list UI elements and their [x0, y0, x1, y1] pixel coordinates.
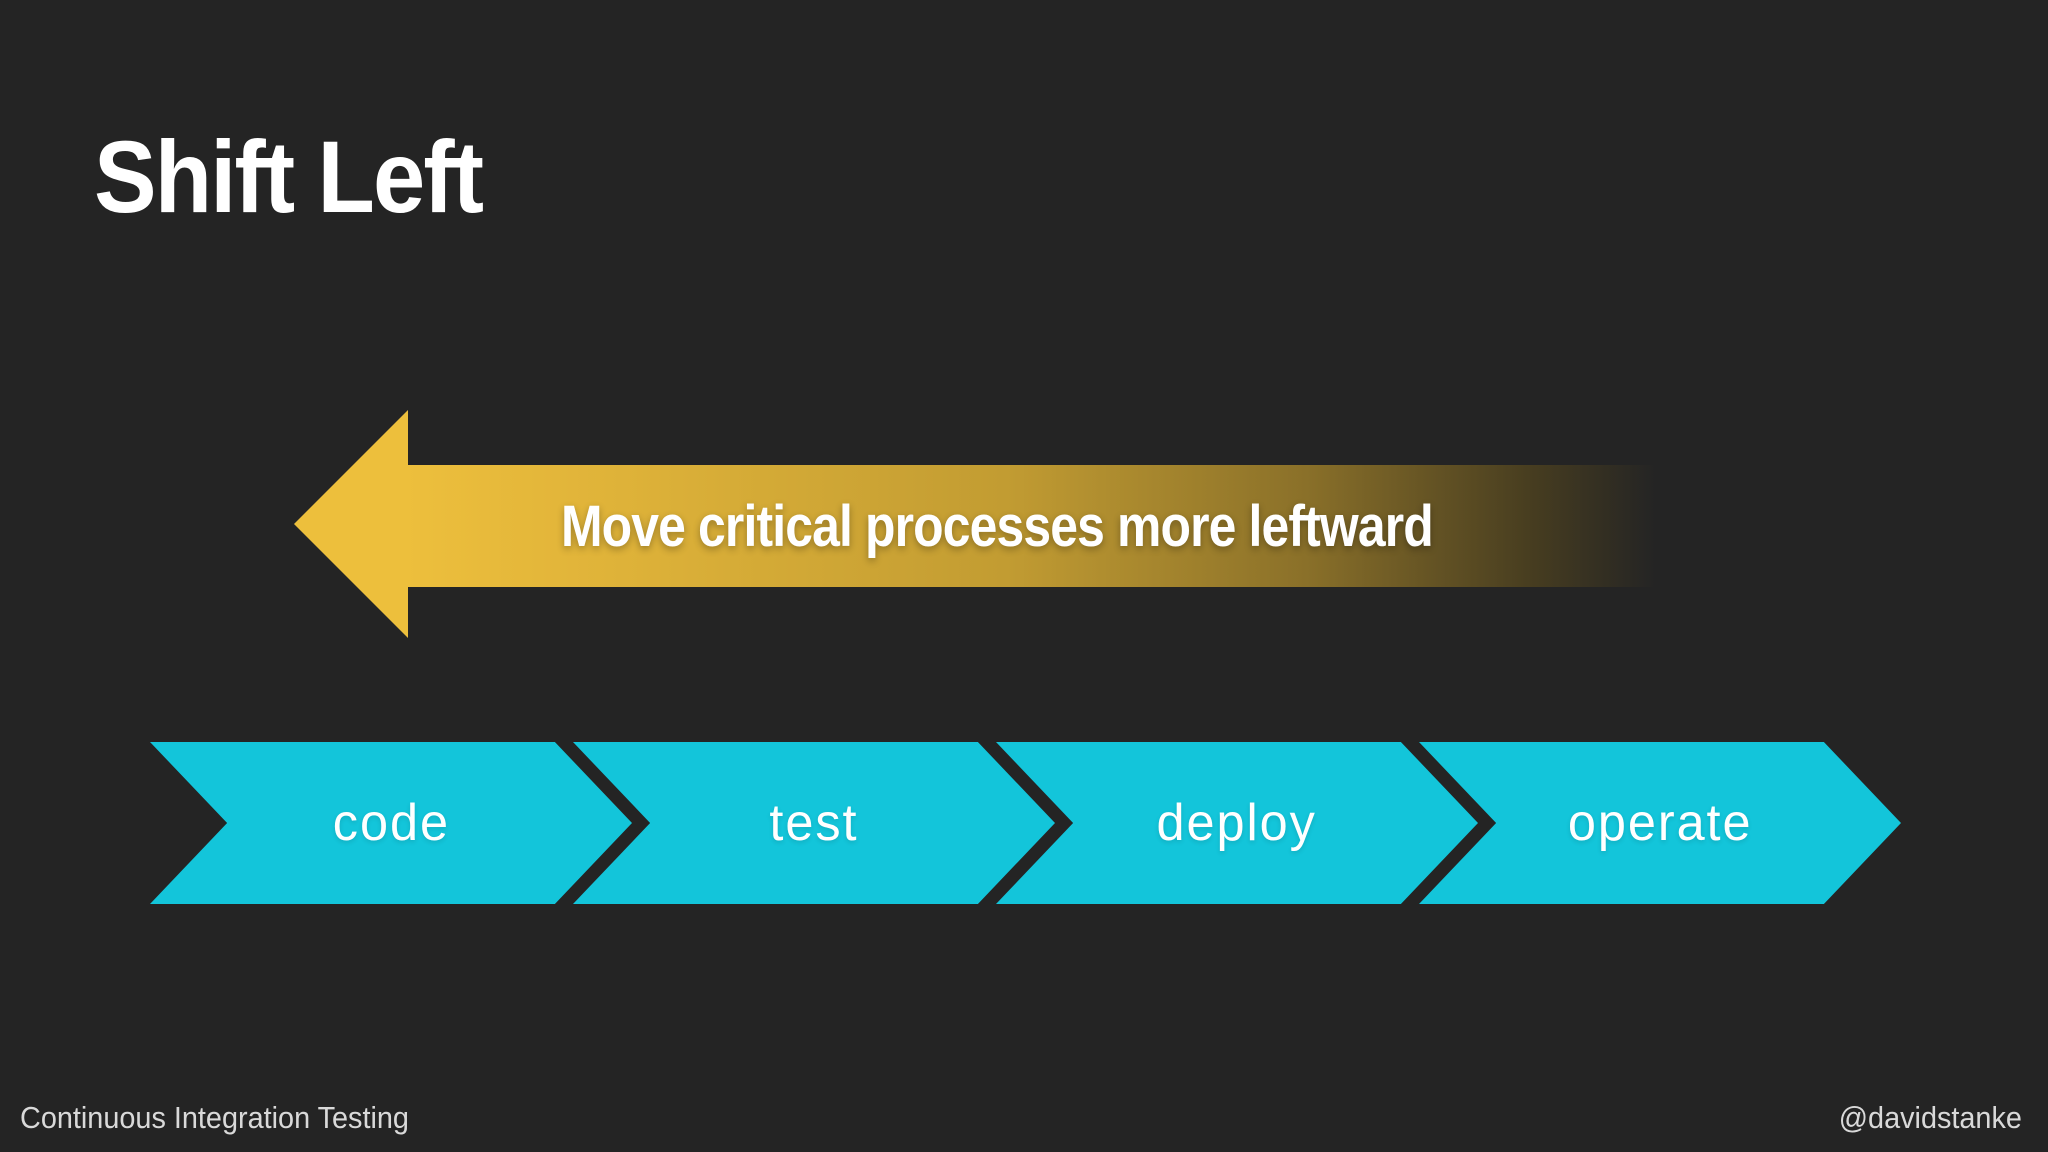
stage-label-operate: operate — [1567, 794, 1753, 852]
pipeline-stage-operate: operate — [1419, 742, 1901, 904]
slide-title: Shift Left — [94, 120, 484, 234]
arrow-label: Move critical processes more leftward — [561, 493, 1434, 559]
pipeline-stage-test: test — [573, 742, 1055, 904]
arrow-shaft: Move critical processes more leftward — [406, 465, 1656, 587]
stage-label-deploy: deploy — [1156, 794, 1318, 852]
pipeline-stage-deploy: deploy — [996, 742, 1478, 904]
stage-label-test: test — [769, 794, 859, 852]
stage-label-code: code — [332, 794, 450, 852]
footer-caption: Continuous Integration Testing — [20, 1100, 409, 1135]
arrow-head-left-icon — [294, 410, 408, 638]
pipeline-stage-code: code — [150, 742, 632, 904]
footer-handle: @davidstanke — [1838, 1100, 2022, 1135]
